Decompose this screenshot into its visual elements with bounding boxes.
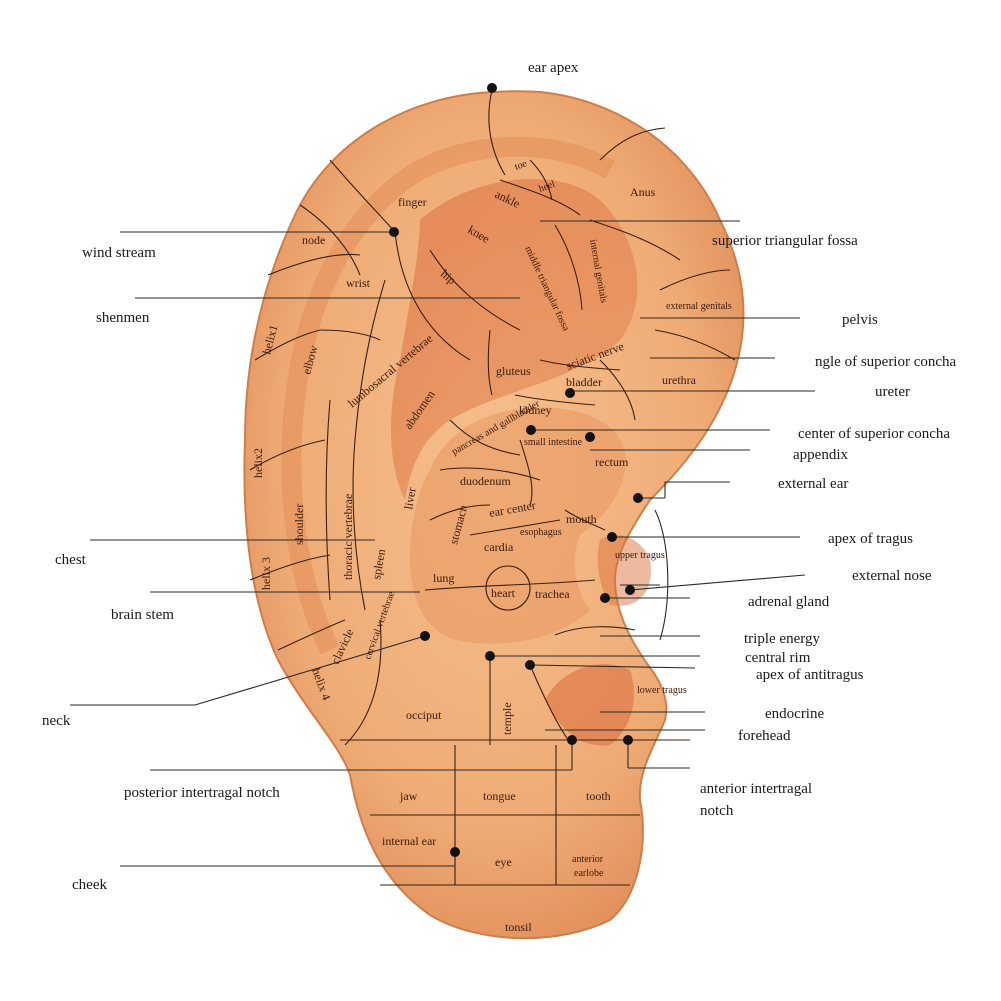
zone-anterior-earlobe-1: anterior bbox=[572, 854, 604, 865]
label-center-superior-concha: center of superior concha bbox=[798, 426, 950, 442]
acupoints bbox=[389, 83, 643, 857]
zone-liver: liver bbox=[401, 486, 419, 510]
zone-heel: heel bbox=[537, 179, 557, 195]
zone-anus: Anus bbox=[630, 185, 656, 199]
zone-rectum: rectum bbox=[595, 455, 629, 469]
label-forehead: forehead bbox=[738, 728, 791, 744]
label-ureter: ureter bbox=[875, 384, 910, 400]
zone-cardia: cardia bbox=[484, 540, 514, 554]
label-posterior-intertragal-notch: posterior intertragal notch bbox=[124, 785, 280, 801]
label-apex-of-tragus: apex of tragus bbox=[828, 531, 913, 547]
zone-esophagus: esophagus bbox=[520, 527, 562, 538]
label-anterior-intertragal-notch-1: anterior intertragal bbox=[700, 781, 812, 797]
point-center-superior-concha bbox=[526, 425, 536, 435]
label-brain-stem: brain stem bbox=[111, 607, 174, 623]
label-endocrine: endocrine bbox=[765, 706, 824, 722]
label-angle-superior-concha: ngle of superior concha bbox=[815, 354, 957, 370]
intertragic-notch bbox=[545, 664, 634, 746]
zone-shoulder: shoulder bbox=[292, 504, 306, 545]
point-external-nose bbox=[625, 585, 635, 595]
zone-kidney: kidney bbox=[519, 403, 552, 417]
point-apex-of-antitragus bbox=[525, 660, 535, 670]
zone-toe: toe bbox=[513, 158, 529, 173]
point-neck bbox=[420, 631, 430, 641]
zone-upper-tragus: upper tragus bbox=[615, 550, 665, 561]
point-apex-of-tragus bbox=[607, 532, 617, 542]
zone-temple: temple bbox=[500, 702, 514, 735]
zone-thoracic-vertebrae: thoracic vertebrae bbox=[341, 494, 355, 580]
zone-internal-ear: internal ear bbox=[382, 834, 436, 848]
zone-node: node bbox=[302, 233, 325, 247]
zone-eye: eye bbox=[495, 855, 512, 869]
zone-tonsil: tonsil bbox=[505, 920, 532, 934]
zone-heart: heart bbox=[491, 586, 516, 600]
label-shenmen: shenmen bbox=[96, 310, 150, 326]
label-external-ear: external ear bbox=[778, 476, 848, 492]
point-wind-stream bbox=[389, 227, 399, 237]
zone-bladder: bladder bbox=[566, 375, 602, 389]
point-cheek bbox=[450, 847, 460, 857]
label-cheek: cheek bbox=[72, 877, 107, 893]
zone-urethra: urethra bbox=[662, 373, 697, 387]
zone-trachea: trachea bbox=[535, 587, 570, 601]
label-wind-stream: wind stream bbox=[82, 245, 156, 261]
point-ureter bbox=[565, 388, 575, 398]
label-adrenal-gland: adrenal gland bbox=[748, 594, 830, 610]
point-appendix bbox=[585, 432, 595, 442]
zone-wrist: wrist bbox=[346, 276, 371, 290]
label-superior-triangular-fossa: superior triangular fossa bbox=[712, 233, 858, 249]
label-pelvis: pelvis bbox=[842, 312, 878, 328]
zone-lower-tragus: lower tragus bbox=[637, 685, 687, 696]
label-anterior-intertragal-notch-2: notch bbox=[700, 803, 734, 819]
label-triple-energy: triple energy bbox=[744, 631, 820, 647]
label-neck: neck bbox=[42, 713, 71, 729]
point-central-rim bbox=[485, 651, 495, 661]
point-adrenal-gland bbox=[600, 593, 610, 603]
zone-jaw: jaw bbox=[399, 789, 418, 803]
tragus-fold bbox=[597, 535, 651, 606]
concha-cavity bbox=[410, 407, 626, 644]
label-apex-of-antitragus: apex of antitragus bbox=[756, 667, 864, 683]
zone-tongue: tongue bbox=[483, 789, 516, 803]
zone-helix2: helix2 bbox=[251, 448, 265, 478]
zone-anterior-earlobe-2: earlobe bbox=[574, 868, 604, 879]
point-anterior-intertragal-notch bbox=[623, 735, 633, 745]
zone-helix3: helix 3 bbox=[259, 557, 273, 590]
label-ear-apex: ear apex bbox=[528, 60, 579, 76]
point-posterior-intertragal-notch bbox=[567, 735, 577, 745]
zone-tooth: tooth bbox=[586, 789, 611, 803]
zone-occiput: occiput bbox=[406, 708, 442, 722]
zone-lung: lung bbox=[433, 571, 454, 585]
label-central-rim: central rim bbox=[745, 650, 811, 666]
label-external-nose: external nose bbox=[852, 568, 932, 584]
zone-gluteus: gluteus bbox=[496, 364, 531, 378]
point-external-ear bbox=[633, 493, 643, 503]
zone-duodenum: duodenum bbox=[460, 474, 511, 488]
leader-lines bbox=[70, 220, 815, 867]
helix-fold bbox=[281, 136, 616, 655]
zone-small-intestine: small intestine bbox=[524, 437, 583, 448]
concha-fold bbox=[390, 178, 638, 500]
callout-labels: ear apex wind stream shenmen superior tr… bbox=[42, 60, 957, 893]
zone-finger: finger bbox=[398, 195, 427, 209]
zone-mouth: mouth bbox=[566, 512, 597, 526]
zone-spleen: spleen bbox=[369, 548, 388, 581]
label-chest: chest bbox=[55, 552, 87, 568]
point-ear-apex bbox=[487, 83, 497, 93]
zone-external-genitals: external genitals bbox=[666, 301, 732, 312]
label-appendix: appendix bbox=[793, 447, 848, 463]
